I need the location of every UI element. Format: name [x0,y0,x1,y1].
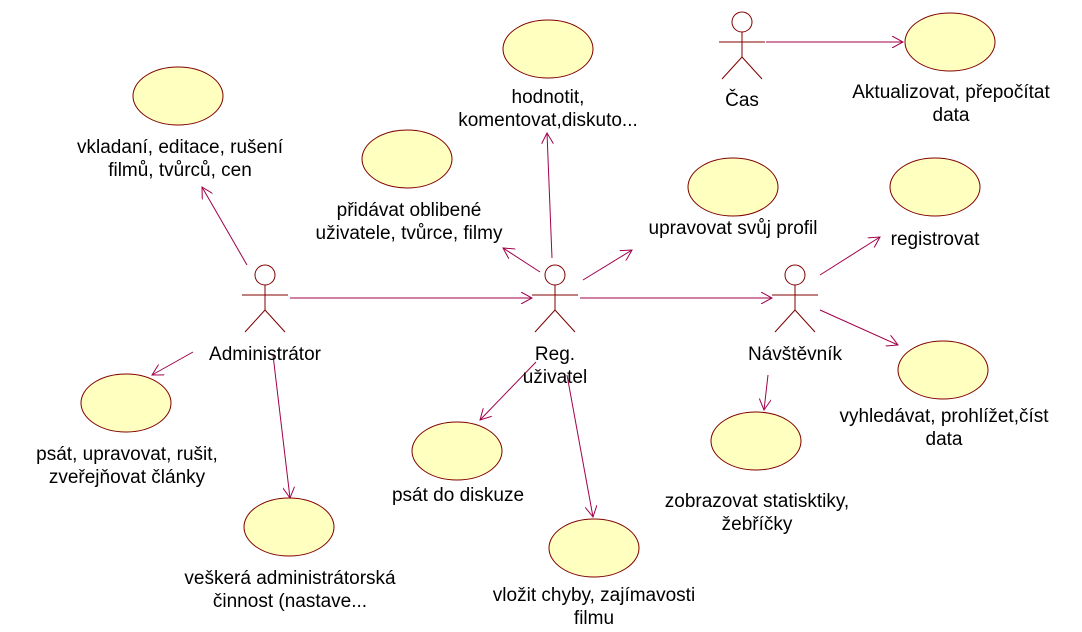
assoc-reg-write-discussion [480,361,537,420]
use-case-label-line: Aktualizovat, přepočítat [852,82,1050,103]
use-case-update-data-label: Aktualizovat, přepočítat data [852,81,1050,127]
use-case-label-line: vložit chyby, zajímavosti [492,585,696,606]
use-case-label-line: zobrazovat statisktiky, [664,491,850,512]
use-case-browse-data-label: vyhledávat, prohlížet,číst data [839,405,1048,451]
assoc-admin-manage-films [202,187,248,266]
use-case-rate-comment-ellipse[interactable] [502,19,594,79]
use-case-insert-errors-ellipse[interactable] [548,518,640,578]
assoc-reg-insert-errors [566,374,593,517]
use-case-label-line: zveřejňovat články [48,467,206,488]
use-case-label-line: žebříčky [721,514,793,535]
use-case-manage-films-label: vkladaní, editace, rušení filmů, tvůrců,… [77,136,283,182]
use-case-write-discussion-ellipse[interactable] [411,421,503,481]
use-case-rate-comment-label: hodnotit, komentovat,diskuto... [458,86,638,132]
actor-time-figure[interactable] [719,11,765,80]
assoc-admin-write-articles [152,351,194,375]
use-case-favorites-label: přidávat oblibené uživatele, tvůrce, fil… [316,199,503,245]
assoc-reg-favorites [503,248,541,273]
use-case-label-line: filmu [573,608,615,629]
assoc-visitor-browse-data [819,309,898,345]
use-case-label-line: filmů, tvůrců, cen [108,160,252,181]
use-case-label-line: hodnotit, [511,87,585,108]
actor-registered-user-figure[interactable] [532,264,578,333]
use-case-label-line: registrovat [890,229,980,250]
assoc-visitor-register [819,237,880,276]
actor-visitor-figure[interactable] [772,264,818,333]
use-case-label-line: psát do diskuze [391,485,525,506]
associations [152,42,903,517]
use-case-label-line: přidávat oblibené [336,200,482,221]
actor-name: Návštěvník [748,344,842,365]
actor-visitor-label: Návštěvník [748,343,842,366]
use-case-write-articles-ellipse[interactable] [80,373,172,433]
use-case-label-line: psát, upravovat, rušit, [36,444,218,465]
use-case-statistics-ellipse[interactable] [710,411,802,471]
actor-administrator-figure[interactable] [242,264,288,333]
use-case-label-line: data [932,105,970,126]
assoc-admin-admin-activity [272,354,290,498]
actor-time-label: Čas [725,89,759,112]
use-case-favorites-ellipse[interactable] [361,129,453,189]
use-case-edit-profile-label: upravovat svůj profil [649,217,818,240]
use-case-shapes [80,12,996,578]
use-case-label-line: komentovat,diskuto... [458,110,638,131]
use-case-label-line: upravovat svůj profil [648,218,818,239]
actor-administrator-label: Administrátor [209,343,321,366]
use-case-label-line: činnost (nastave... [212,591,368,612]
assoc-visitor-statistics [764,374,768,410]
assoc-reg-rate-comment [547,133,552,259]
actor-registered-user-label: Reg. uživatel [523,343,587,389]
actor-name-line: Reg. [534,344,576,365]
use-case-label-line: vkladaní, editace, rušení [77,137,283,158]
use-case-label-line: data [925,429,963,450]
assoc-reg-edit-profile [582,250,632,281]
use-case-browse-data-ellipse[interactable] [897,340,989,400]
use-case-edit-profile-ellipse[interactable] [687,157,779,217]
use-case-admin-activity-ellipse[interactable] [243,497,335,557]
actor-name-line: uživatel [522,367,588,388]
use-case-insert-errors-label: vložit chyby, zajímavosti filmu [493,584,695,630]
use-case-write-discussion-label: psát do diskuze [392,484,524,507]
use-case-register-ellipse[interactable] [889,157,981,217]
use-case-label-line: veškerá administrátorská [184,568,396,589]
use-case-label-line: vyhledávat, prohlížet,číst [839,406,1049,427]
use-case-manage-films-ellipse[interactable] [132,66,224,126]
use-case-update-data-ellipse[interactable] [904,12,996,72]
actor-name: Administrátor [209,344,321,365]
use-case-write-articles-label: psát, upravovat, rušit, zveřejňovat člán… [36,443,218,489]
actor-name: Čas [725,90,759,111]
use-case-register-label: registrovat [891,228,980,251]
use-case-admin-activity-label: veškerá administrátorská činnost (nastav… [184,567,395,613]
use-case-statistics-label: zobrazovat statisktiky, žebříčky [665,490,849,536]
use-case-label-line: uživatele, tvůrce, filmy [315,223,503,244]
